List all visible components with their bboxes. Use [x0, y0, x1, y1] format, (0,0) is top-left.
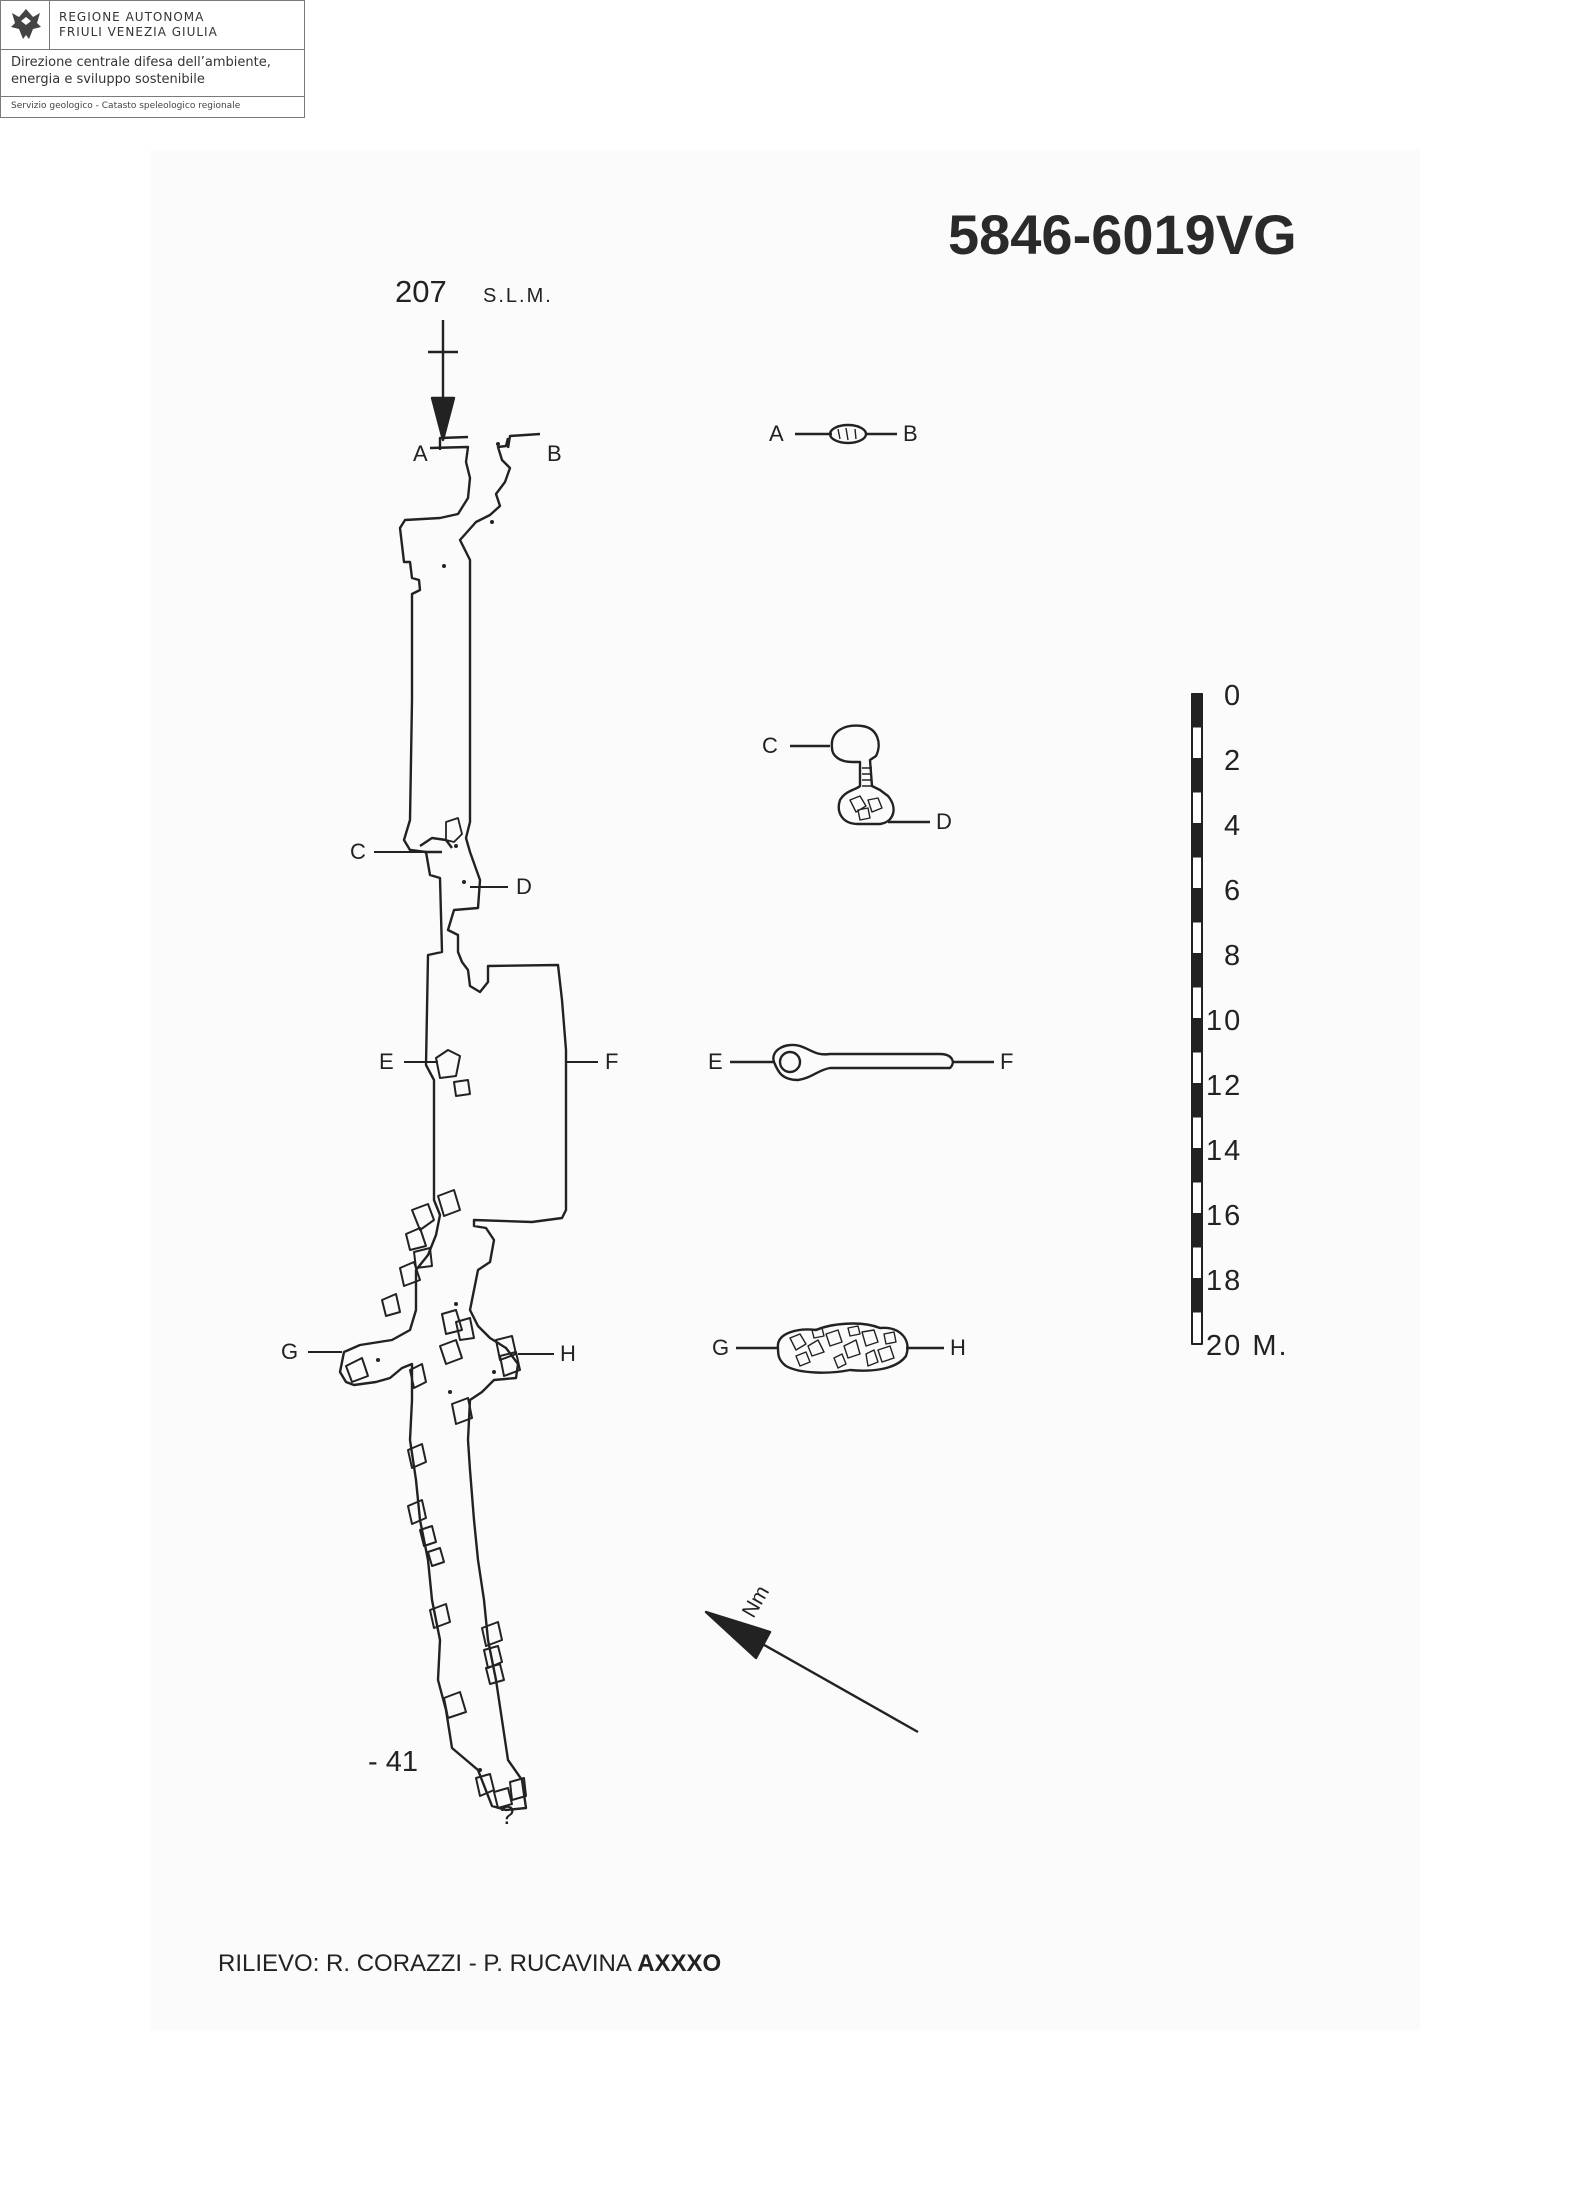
section-ef-label-e: E [708, 1049, 723, 1074]
north-arrow [704, 1610, 919, 1734]
cross-section-gh [736, 1322, 944, 1374]
profile-label-c: C [350, 839, 366, 864]
profile-blocks [345, 1049, 527, 1809]
header-box: REGIONE AUTONOMA FRIULI VENEZIA GIULIA D… [0, 0, 305, 118]
entrance-arrow [428, 320, 458, 442]
header-divider [49, 1, 50, 49]
service-name: Servizio geologico - Catasto speleologic… [11, 101, 241, 111]
section-gh-label-g: G [712, 1335, 730, 1360]
profile-label-e: E [379, 1049, 394, 1074]
scan-sheet [150, 150, 1420, 2030]
cd-chamber-marks [445, 817, 463, 843]
question-mark: ? [500, 1800, 515, 1830]
header-region-row: REGIONE AUTONOMA FRIULI VENEZIA GIULIA [1, 1, 304, 50]
section-ab-label-b: B [903, 421, 918, 446]
scale-tick-6: 6 [1224, 875, 1243, 907]
profile-label-f: F [605, 1049, 619, 1074]
section-gh-label-h: H [950, 1335, 966, 1360]
profile-label-d: D [516, 874, 532, 899]
direction-line-1: Direzione centrale difesa dell’ambiente, [11, 55, 271, 70]
region-subname: FRIULI VENEZIA GIULIA [59, 25, 218, 39]
section-ef-label-f: F [1000, 1049, 1014, 1074]
cave-profile-outline [338, 437, 568, 1812]
profile-label-h: H [560, 1341, 576, 1366]
cross-section-cd [790, 724, 930, 826]
section-ab-label-a: A [769, 421, 784, 446]
survey-id: 5846-6019VG [948, 203, 1297, 266]
scale-tick-4: 4 [1224, 810, 1243, 842]
survey-credit: RILIEVO: R. CORAZZI - P. RUCAVINA AXXXO [218, 1950, 721, 1978]
scale-tick-8: 8 [1224, 940, 1243, 972]
scale-tick-14: 14 [1206, 1135, 1243, 1167]
scale-tick-12: 12 [1206, 1070, 1243, 1102]
section-cd-label-d: D [936, 809, 952, 834]
scale-tick-2: 2 [1224, 745, 1243, 777]
constriction-outline [419, 836, 453, 854]
scale-end-label: 20 M. [1206, 1330, 1289, 1362]
entrance-lip-b [506, 432, 541, 449]
profile-section-lines [308, 851, 598, 1355]
entrance-elevation: 207 [395, 274, 447, 309]
credit-code: AXXXO [637, 1950, 722, 1977]
station-dots [376, 442, 500, 1772]
scale-tick-0: 0 [1224, 680, 1243, 712]
profile-label-a: A [413, 441, 428, 466]
elevation-unit: S.L.M. [483, 285, 553, 307]
eagle-logo-icon [11, 9, 41, 39]
direction-line-2: energia e sviluppo sostenibile [11, 72, 205, 87]
section-cd-label-c: C [762, 733, 778, 758]
profile-label-g: G [281, 1339, 299, 1364]
profile-label-b: B [547, 441, 562, 466]
scale-tick-10: 10 [1206, 1005, 1243, 1037]
cross-section-ef [730, 1043, 994, 1082]
header-direction-row: Direzione centrale difesa dell’ambiente,… [1, 49, 304, 97]
scale-tick-16: 16 [1206, 1200, 1243, 1232]
region-name: REGIONE AUTONOMA [59, 10, 205, 24]
scale-tick-18: 18 [1206, 1265, 1243, 1297]
scale-bar [1191, 693, 1203, 1345]
credit-names: RILIEVO: R. CORAZZI - P. RUCAVINA [218, 1950, 631, 1977]
depth-label: - 41 [368, 1746, 418, 1778]
cross-section-ab [795, 423, 897, 445]
entrance-lip-a [438, 435, 469, 450]
